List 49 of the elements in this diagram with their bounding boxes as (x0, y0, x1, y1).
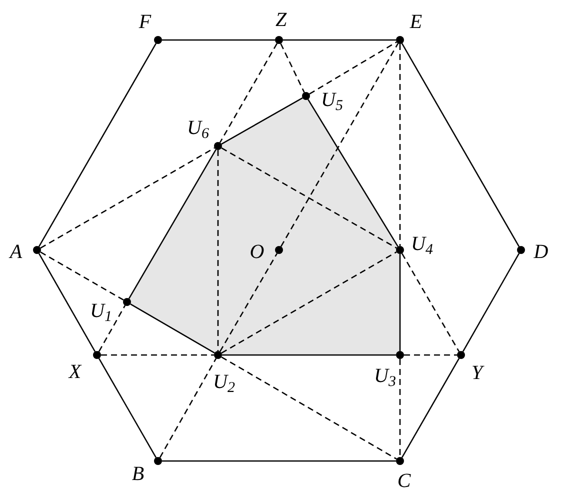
dashed-line (221, 147, 397, 249)
line-segment (462, 253, 520, 352)
line-segment (221, 97, 303, 145)
dashed-line (399, 359, 401, 457)
line-segment (130, 303, 215, 354)
point-label: F (138, 12, 152, 32)
line-segment (222, 354, 396, 356)
line-segment (399, 254, 401, 351)
point-label: Y (471, 363, 483, 383)
dashed-line (40, 251, 124, 301)
dashed-line (399, 44, 401, 246)
dashed-line (221, 356, 397, 460)
point-label: A (10, 242, 22, 262)
line-segment (128, 149, 217, 299)
point-label: U$_{2}$ (213, 372, 235, 392)
point-label: B (132, 464, 144, 484)
dashed-line (217, 150, 219, 351)
dashed-line (221, 251, 397, 354)
line-segment (38, 253, 96, 352)
point-label: U$_{6}$ (187, 118, 209, 138)
point-label: E (410, 12, 422, 32)
dashed-line (98, 305, 126, 352)
line-segment (401, 358, 460, 458)
dashed-line (280, 43, 305, 93)
line-segment (162, 39, 275, 41)
dashed-line (404, 354, 457, 356)
dashed-line (101, 354, 214, 356)
dashed-line (219, 43, 278, 143)
line-segment (283, 39, 396, 41)
point-label: O (250, 242, 264, 262)
point-label: U$_{3}$ (374, 366, 396, 386)
dashed-line (219, 253, 278, 352)
point-label: U$_{5}$ (321, 90, 343, 110)
dashed-line (309, 41, 397, 95)
point-label: D (534, 242, 548, 262)
point-label: X (68, 362, 82, 382)
line-segment (308, 99, 398, 247)
line-segment (38, 43, 157, 247)
point-label: U$_{1}$ (90, 301, 112, 321)
point-label: U$_{4}$ (411, 234, 433, 254)
dashed-line (159, 358, 217, 458)
point-label: Z (275, 10, 287, 30)
dashed-line (40, 147, 215, 249)
point-label: C (397, 471, 411, 491)
line-segment (401, 43, 520, 247)
dashed-line (280, 43, 399, 247)
line-segment (98, 358, 157, 458)
line-segment (162, 460, 396, 462)
dashed-line (401, 253, 460, 352)
